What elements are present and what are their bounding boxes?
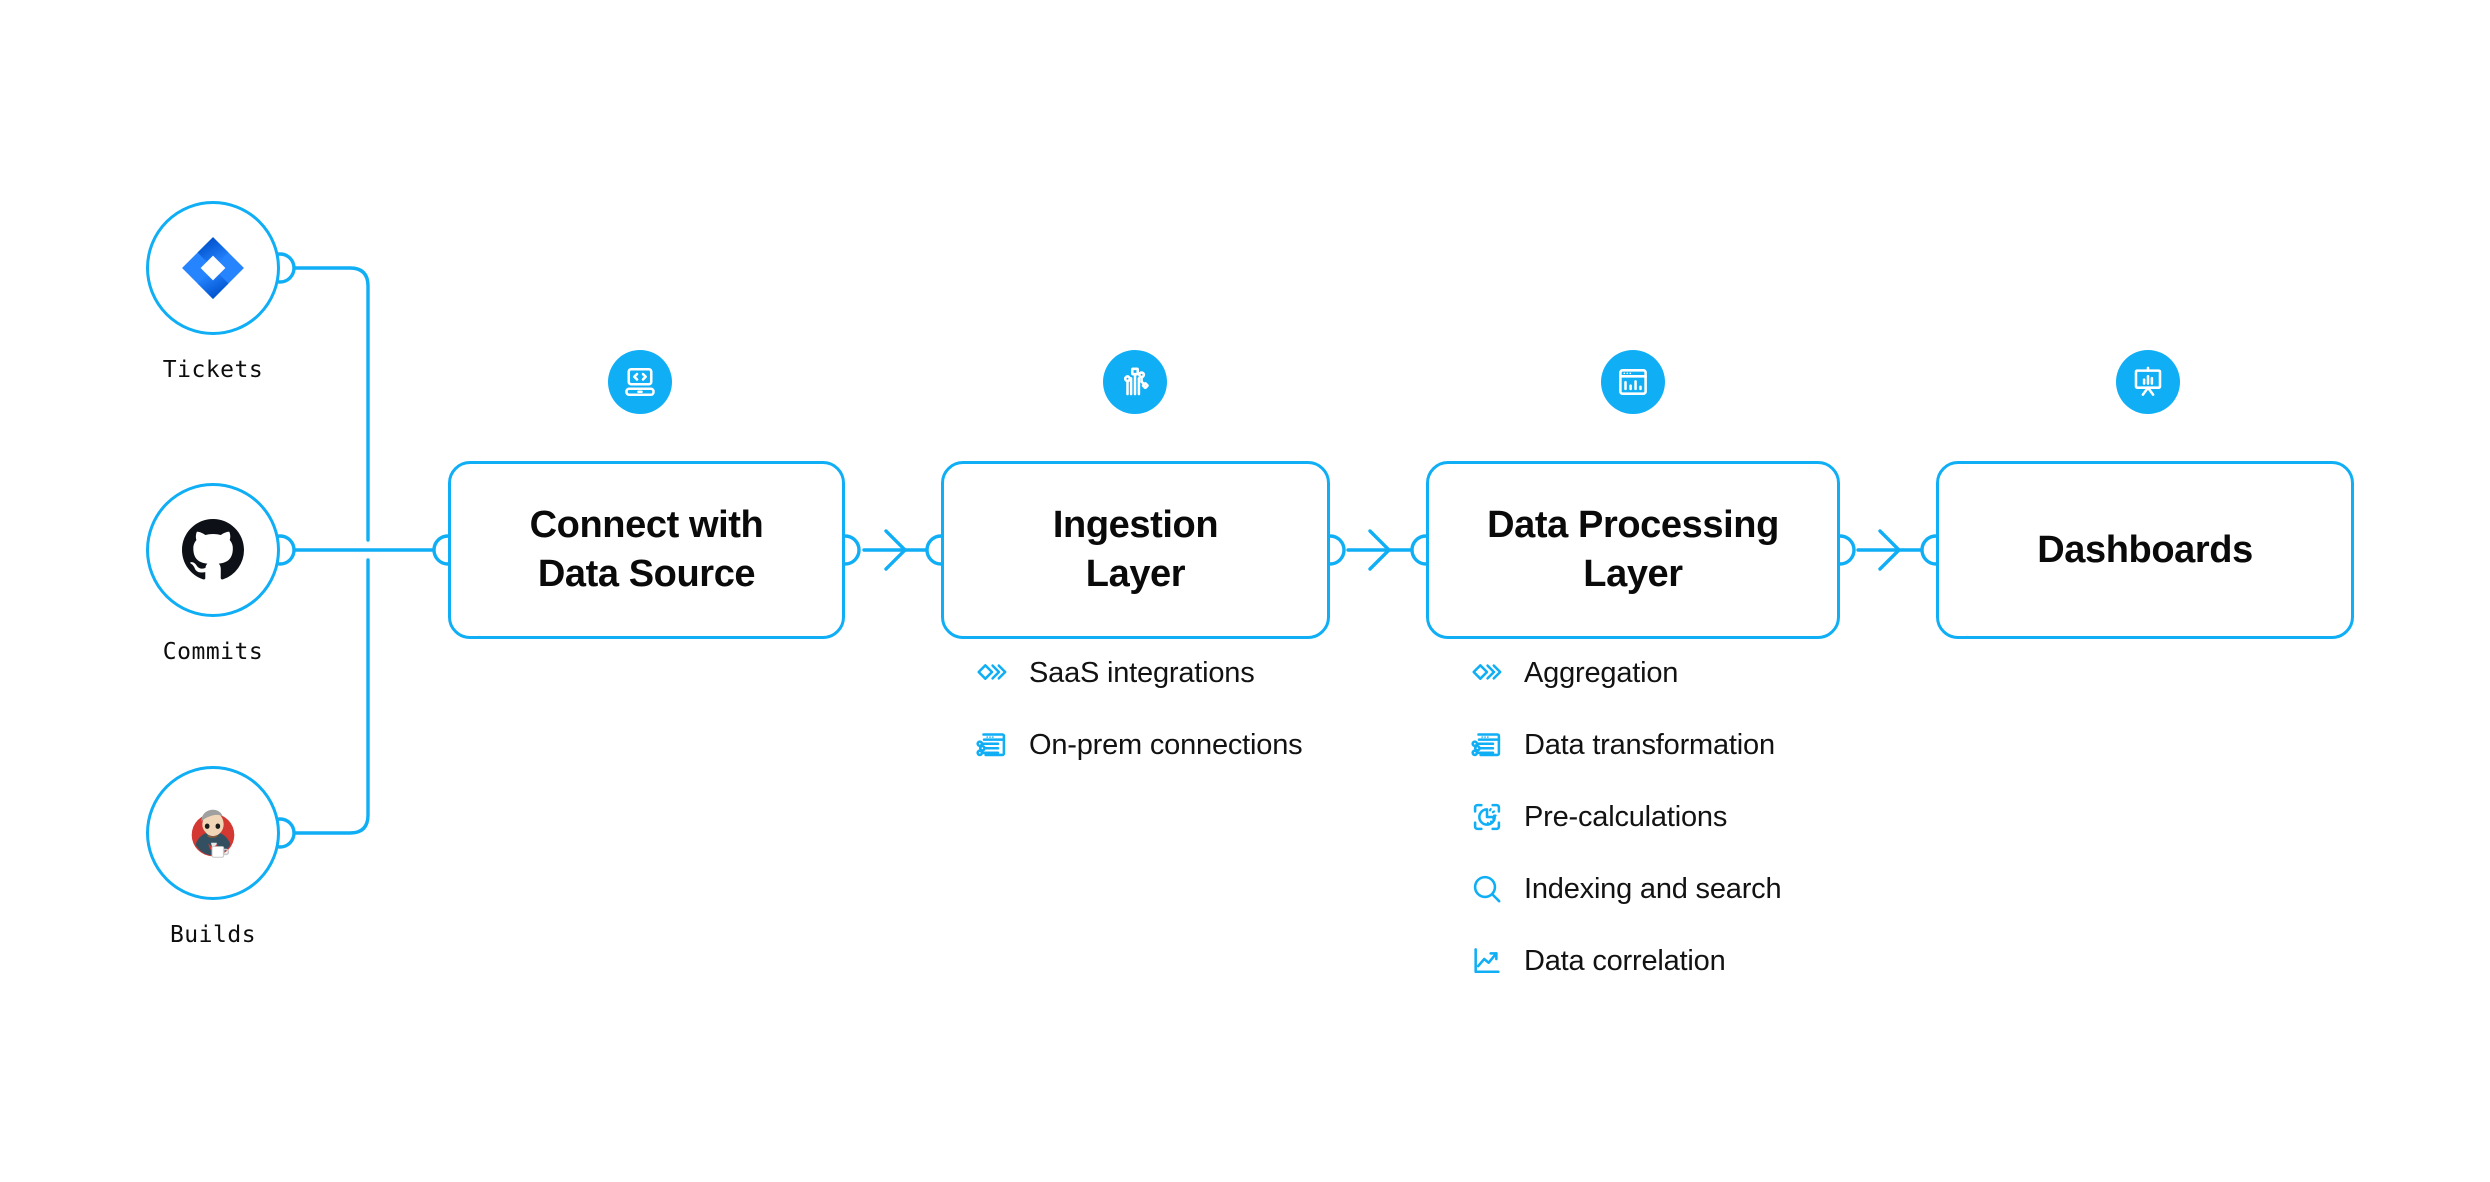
source-circle-commits — [146, 483, 280, 617]
badge-stage-4 — [2116, 350, 2180, 414]
layers-chevron-icon — [975, 656, 1009, 690]
layers-chevron-icon — [1470, 656, 1504, 690]
arrowhead-1 — [884, 529, 907, 571]
feature-row-pre-calculations[interactable]: Pre-calculations — [1470, 794, 1781, 840]
arrowhead-2 — [1368, 529, 1391, 571]
source-node-commits[interactable]: Commits — [143, 483, 283, 665]
stage-title-3-line2: Layer — [1583, 553, 1683, 595]
window-barchart-icon — [1619, 369, 1647, 395]
stage-title-3: Data Processing Layer — [1469, 501, 1797, 598]
stage-title-2-line2: Layer — [1085, 553, 1186, 595]
source-node-tickets[interactable]: Tickets — [143, 201, 283, 383]
arrowhead-3 — [1878, 529, 1901, 571]
jenkins-icon — [191, 809, 235, 858]
stage-title-4: Dashboards — [2019, 526, 2271, 575]
feature-list-ingestion: SaaS integrations On-prem connections — [975, 650, 1303, 794]
window-sliders-icon — [975, 728, 1009, 762]
source-label-builds: Builds — [169, 922, 257, 948]
stage-title-3-line1: Data Processing — [1487, 504, 1779, 547]
feature-label: Pre-calculations — [1524, 800, 1728, 833]
feature-row-data-correlation[interactable]: Data correlation — [1470, 938, 1781, 984]
feature-row-on-prem-connections[interactable]: On-prem connections — [975, 722, 1303, 768]
source-circle-builds — [146, 766, 280, 900]
laptop-code-icon — [625, 367, 655, 397]
feature-label: Data correlation — [1524, 944, 1726, 977]
feature-row-saas-integrations[interactable]: SaaS integrations — [975, 650, 1302, 696]
wire-builds — [293, 558, 370, 835]
feature-list-processing: Aggregation Data transformation — [1470, 650, 1782, 1010]
line-chart-icon — [1470, 944, 1504, 978]
stage-box-dashboards[interactable]: Dashboards — [1936, 461, 2354, 639]
source-circle-tickets — [146, 201, 280, 335]
gauge-square-icon — [1470, 800, 1504, 834]
feature-label: Indexing and search — [1524, 872, 1782, 905]
stage-title-1-line2: Data Source — [537, 553, 756, 595]
github-icon — [182, 519, 244, 580]
feature-label: SaaS integrations — [1029, 656, 1255, 689]
wire-tickets — [293, 266, 370, 542]
feature-label: Aggregation — [1524, 656, 1679, 689]
source-node-builds[interactable]: Builds — [143, 766, 283, 948]
stage-box-ingestion-layer[interactable]: Ingestion Layer — [941, 461, 1330, 639]
feature-label: On-prem connections — [1029, 728, 1303, 761]
feature-row-data-transformation[interactable]: Data transformation — [1470, 722, 1781, 768]
badge-stage-3 — [1601, 350, 1665, 414]
feature-row-aggregation[interactable]: Aggregation — [1470, 650, 1781, 696]
window-sliders-icon — [1470, 728, 1504, 762]
stage-title-1-line1: Connect with — [529, 504, 764, 547]
stage-box-connect-with-data-source[interactable]: Connect with Data Source — [448, 461, 845, 639]
stage-title-2: Ingestion Layer — [1035, 501, 1236, 598]
presentation-chart-icon — [2134, 366, 2162, 396]
jira-icon — [182, 237, 244, 299]
badge-stage-1 — [608, 350, 672, 414]
feature-label: Data transformation — [1524, 728, 1775, 761]
stage-title-2-line1: Ingestion — [1052, 504, 1219, 547]
magnifier-icon — [1470, 872, 1504, 906]
badge-stage-2 — [1103, 350, 1167, 414]
circuit-nodes-icon — [1123, 367, 1149, 396]
source-label-tickets: Tickets — [162, 357, 264, 383]
stage-title-4-line1: Dashboards — [2037, 528, 2253, 571]
source-label-commits: Commits — [162, 639, 264, 665]
stage-box-data-processing-layer[interactable]: Data Processing Layer — [1426, 461, 1840, 639]
stage-title-1: Connect with Data Source — [512, 501, 782, 598]
feature-row-indexing-and-search[interactable]: Indexing and search — [1470, 866, 1782, 912]
